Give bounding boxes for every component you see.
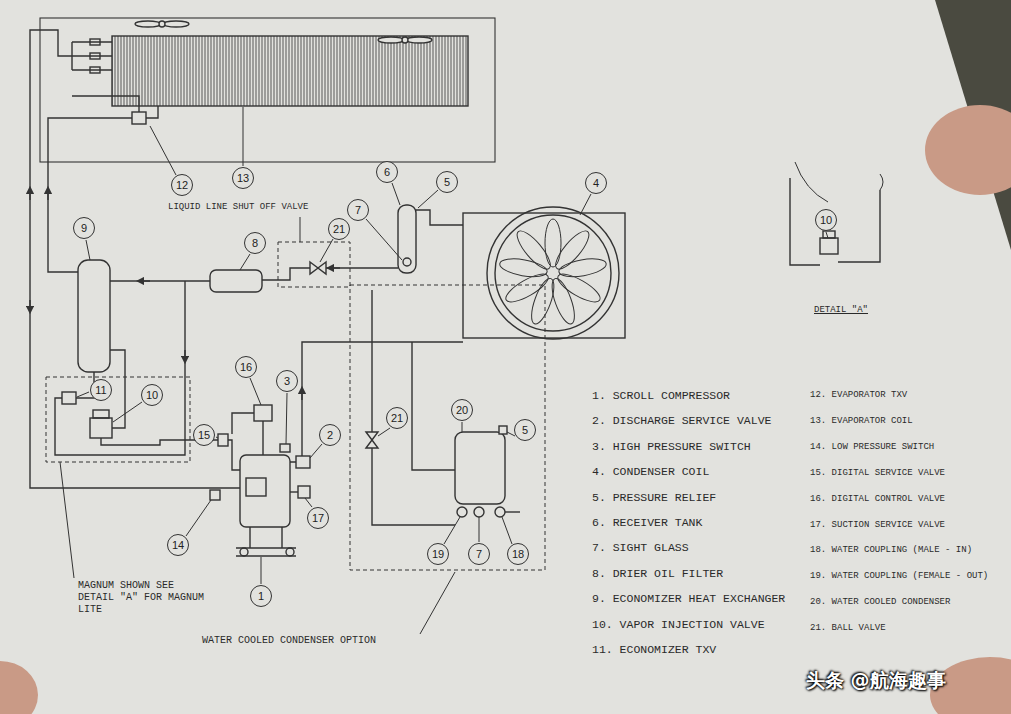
callout-circle: 20 bbox=[451, 399, 473, 421]
parts-list-item: 8. DRIER OIL FILTER bbox=[592, 567, 723, 581]
parts-list-item: 3. HIGH PRESSURE SWITCH bbox=[592, 440, 751, 454]
callout-circle: 15 bbox=[193, 424, 215, 446]
callout-circle: 9 bbox=[73, 217, 95, 239]
parts-list-item: 12. EVAPORATOR TXV bbox=[810, 390, 907, 401]
callout-circle: 7 bbox=[468, 543, 490, 565]
callout-circle: 8 bbox=[244, 232, 266, 254]
callout-number: 10 bbox=[820, 215, 832, 226]
option-note: WATER COOLED CONDENSER OPTION bbox=[200, 635, 378, 647]
callout-circle: 21 bbox=[386, 407, 408, 429]
parts-list-item: 15. DIGITAL SERVICE VALVE bbox=[810, 468, 945, 479]
parts-list-item: 9. ECONOMIZER HEAT EXCHANGER bbox=[592, 592, 785, 606]
parts-list-item: 1. SCROLL COMPRESSOR bbox=[592, 389, 730, 403]
valve-note: LIQUID LINE SHUT OFF VALVE bbox=[166, 202, 310, 213]
watermark: 头条 @航海趣事 bbox=[806, 669, 946, 692]
callout-number: 8 bbox=[252, 238, 258, 249]
callout-number: 15 bbox=[198, 430, 210, 441]
callout-circle: 6 bbox=[376, 161, 398, 183]
parts-list-item: 13. EVAPORATOR COIL bbox=[810, 416, 913, 427]
callout-number: 17 bbox=[312, 513, 324, 524]
callout-number: 14 bbox=[172, 540, 184, 551]
callout-circle: 14 bbox=[167, 534, 189, 556]
callout-number: 12 bbox=[176, 180, 188, 191]
parts-list-item: 14. LOW PRESSURE SWITCH bbox=[810, 442, 934, 453]
parts-list-item: 20. WATER COOLED CONDENSER bbox=[810, 597, 950, 608]
callout-number: 20 bbox=[456, 405, 468, 416]
callout-number: 9 bbox=[81, 223, 87, 234]
parts-list-item: 6. RECEIVER TANK bbox=[592, 516, 702, 530]
callout-circle: 13 bbox=[232, 167, 254, 189]
detail-title: DETAIL "A" bbox=[812, 305, 870, 316]
callout-circle: 19 bbox=[427, 543, 449, 565]
callout-number: 5 bbox=[444, 177, 450, 188]
callout-number: 6 bbox=[384, 167, 390, 178]
parts-list-item: 19. WATER COUPLING (FEMALE - OUT) bbox=[810, 571, 988, 582]
callout-circle: 2 bbox=[319, 424, 341, 446]
callout-number: 7 bbox=[476, 549, 482, 560]
callout-number: 21 bbox=[333, 224, 345, 235]
parts-list-item: 7. SIGHT GLASS bbox=[592, 541, 689, 555]
callout-circle: 4 bbox=[585, 172, 607, 194]
callout-circle: 5 bbox=[514, 419, 536, 441]
callout-number: 13 bbox=[237, 173, 249, 184]
parts-list-item: 18. WATER COUPLING (MALE - IN) bbox=[810, 545, 972, 556]
parts-list-item: 5. PRESSURE RELIEF bbox=[592, 491, 716, 505]
callout-number: 18 bbox=[512, 549, 524, 560]
parts-list-item: 10. VAPOR INJECTION VALVE bbox=[592, 618, 765, 632]
callout-circle: 10 bbox=[141, 384, 163, 406]
callout-number: 16 bbox=[240, 362, 252, 373]
callout-circle: 17 bbox=[307, 507, 329, 529]
callout-number: 11 bbox=[95, 385, 106, 396]
callout-circle: 10 bbox=[815, 209, 837, 231]
parts-list-item: 4. CONDENSER COIL bbox=[592, 465, 709, 479]
callout-number: 2 bbox=[327, 430, 333, 441]
callout-circle: 21 bbox=[328, 218, 350, 240]
callout-circle: 11 bbox=[90, 379, 112, 401]
callout-number: 7 bbox=[355, 205, 361, 216]
magnum-note: MAGNUM SHOWN SEE DETAIL "A" FOR MAGNUM L… bbox=[76, 580, 212, 616]
callout-circle: 18 bbox=[507, 543, 529, 565]
parts-list-item: 16. DIGITAL CONTROL VALVE bbox=[810, 494, 945, 505]
parts-list-item: 11. ECONOMIZER TXV bbox=[592, 643, 716, 657]
callout-number: 3 bbox=[284, 376, 290, 387]
callout-number: 5 bbox=[522, 425, 528, 436]
callout-circle: 7 bbox=[347, 199, 369, 221]
callout-circle: 3 bbox=[276, 370, 298, 392]
parts-list-item: 2. DISCHARGE SERVICE VALVE bbox=[592, 414, 771, 428]
callout-number: 1 bbox=[258, 591, 264, 602]
callout-circle: 12 bbox=[171, 174, 193, 196]
callout-circle: 5 bbox=[436, 171, 458, 193]
callout-number: 10 bbox=[146, 390, 158, 401]
callout-number: 21 bbox=[391, 413, 403, 424]
callout-circle: 16 bbox=[235, 356, 257, 378]
callout-circle: 1 bbox=[250, 585, 272, 607]
callout-number: 4 bbox=[593, 178, 599, 189]
parts-list-item: 17. SUCTION SERVICE VALVE bbox=[810, 520, 945, 531]
callout-number: 19 bbox=[432, 549, 444, 560]
parts-list-item: 21. BALL VALVE bbox=[810, 623, 886, 634]
